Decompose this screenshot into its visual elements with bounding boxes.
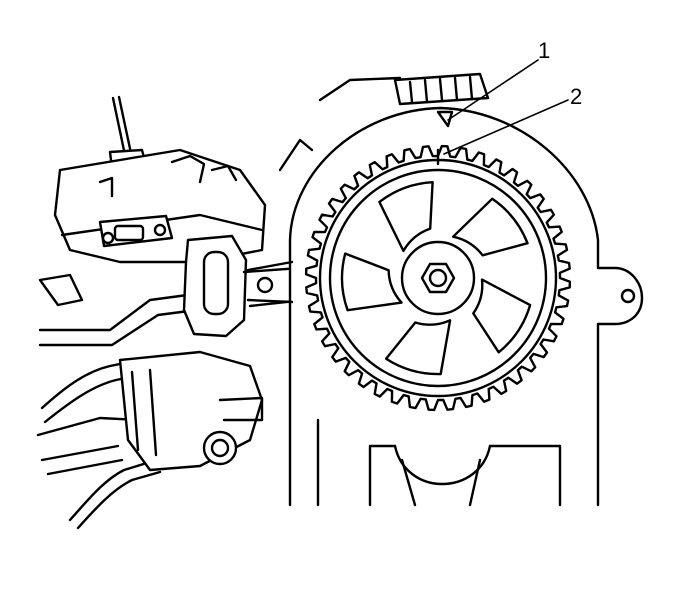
callout-2: 2: [443, 84, 582, 155]
sprocket-window: [451, 197, 529, 257]
sprocket-window: [472, 278, 532, 354]
sprocket-window: [378, 181, 434, 253]
camshaft-sprocket: [304, 144, 572, 412]
callout-1-label: 1: [538, 38, 550, 63]
center-bolt: [420, 262, 456, 294]
sprocket-window: [340, 252, 403, 312]
engine-components: [36, 72, 490, 530]
callout-1: 1: [447, 38, 550, 121]
sprocket-window: [384, 319, 452, 376]
callout-2-label: 2: [570, 84, 582, 109]
